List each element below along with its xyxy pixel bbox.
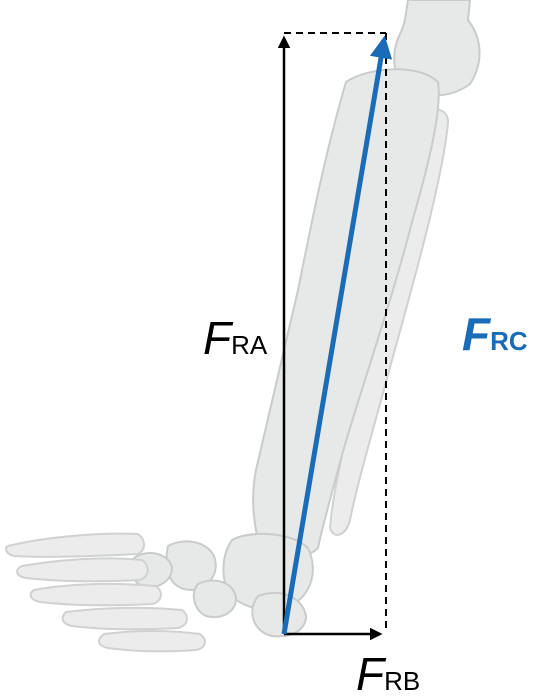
- frb-label: FRB: [356, 648, 420, 699]
- leg-skeleton-illustration: [6, 0, 480, 651]
- toe-bone: [63, 608, 187, 629]
- toe-bone: [31, 584, 161, 605]
- fra-label: FRA: [203, 312, 268, 364]
- toe-bone: [17, 558, 148, 581]
- frc-label: FRC: [462, 308, 528, 360]
- toe-bone: [6, 534, 144, 557]
- toe-bone: [99, 631, 205, 651]
- tarsal-bone: [194, 580, 236, 617]
